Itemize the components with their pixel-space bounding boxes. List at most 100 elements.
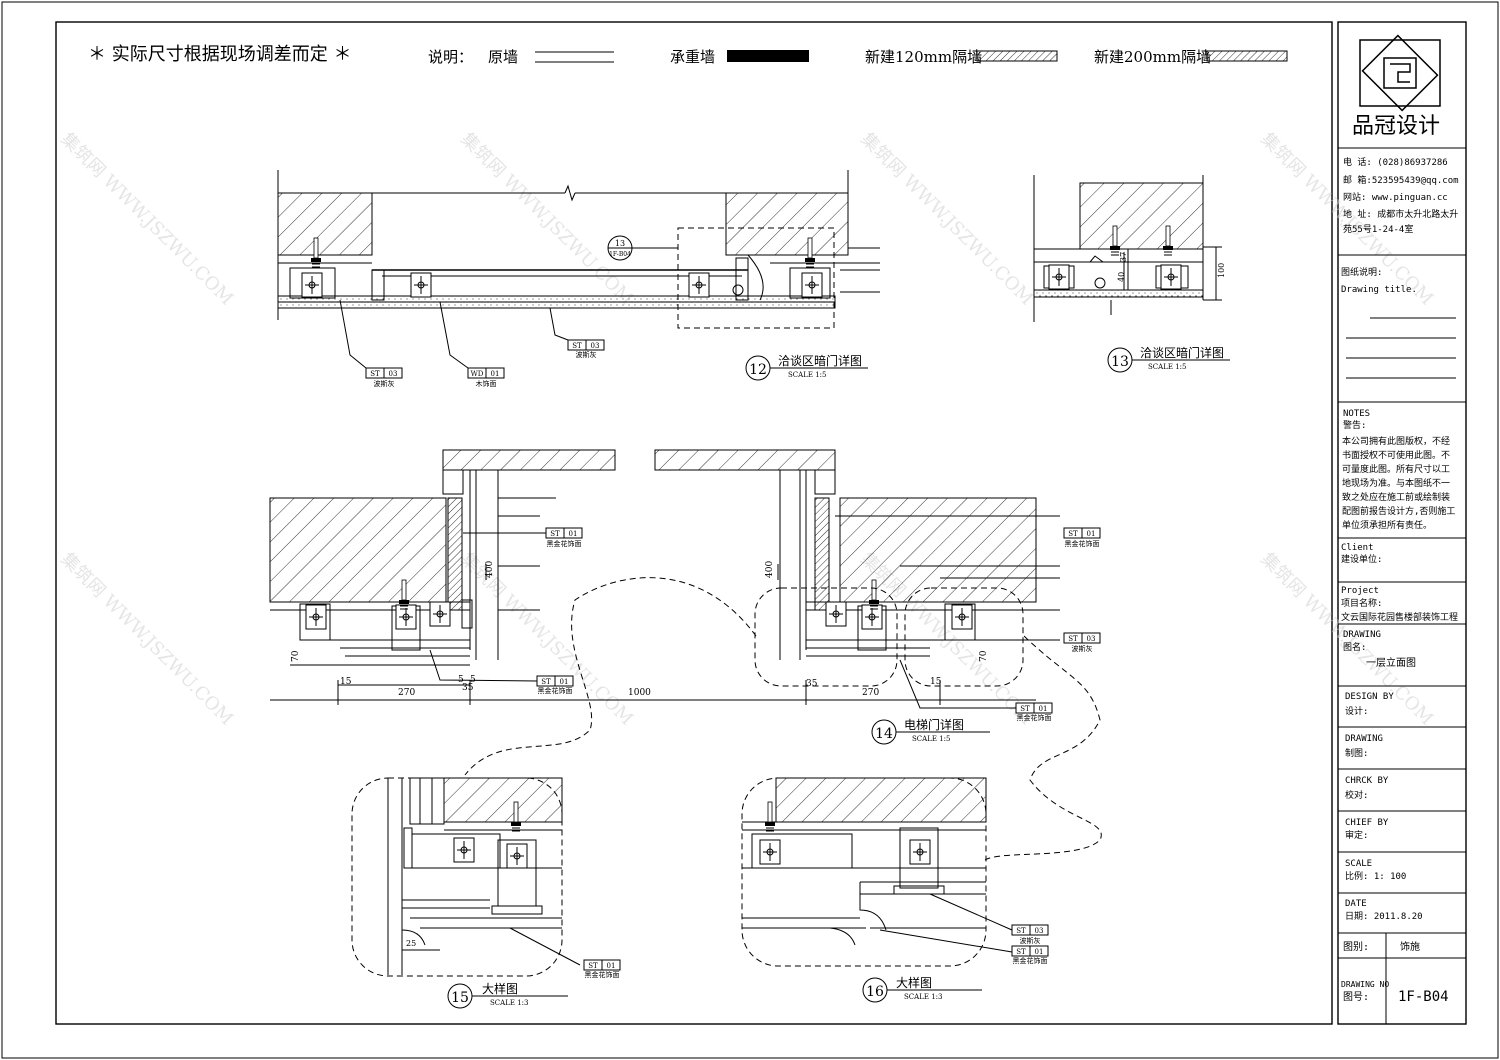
chief-cn: 审定: xyxy=(1345,829,1368,841)
callout-13-number: 13 xyxy=(615,239,625,248)
company-name: 品冠设计 xyxy=(1352,114,1440,139)
tag-st01-e-desc: 黑金花饰面 xyxy=(585,970,620,979)
detail-14-dim-35-left: 35 xyxy=(462,683,474,693)
detail-13-number: 13 xyxy=(1111,354,1129,370)
legend-120-wall-swatch xyxy=(976,50,1058,62)
type-value: 饰施 xyxy=(1400,940,1420,953)
detail-13-dim-37: 37 xyxy=(1119,252,1128,262)
detail-12-number: 12 xyxy=(749,362,767,378)
notes-line-2: 书面授权不可使用此图。不 xyxy=(1342,449,1450,461)
detail-15-title: 15 大样图 SCALE 1:3 xyxy=(447,981,568,1009)
type-label: 图别: xyxy=(1343,941,1369,953)
check-en: CHRCK BY xyxy=(1345,776,1389,786)
detail-14-number: 14 xyxy=(875,726,893,742)
tag-st03-b-code: ST xyxy=(572,342,582,350)
company-address-1: 地 址: 成都市太升北路太升 xyxy=(1343,208,1458,220)
svg-text:集筑网 WWW.JSZWU.COM: 集筑网 WWW.JSZWU.COM xyxy=(456,129,637,310)
tag-st01-a-desc: 黑金花饰面 xyxy=(547,539,582,548)
tag-st01-f-desc: 黑金花饰面 xyxy=(1013,956,1048,965)
detail-13-dim-40: 40 xyxy=(1117,272,1126,282)
detail-13-name: 洽谈区暗门详图 xyxy=(1140,345,1224,360)
notes-line-1: 本公司拥有此图版权，不经 xyxy=(1342,435,1450,447)
tag-st01-b-code: ST xyxy=(1068,530,1078,538)
drawing-cn: 图名: xyxy=(1343,641,1366,653)
drawing-en: DRAWING xyxy=(1343,630,1381,640)
detail-14-dim-400-left: 400 xyxy=(485,561,495,578)
detail-14-dim-70-right: 70 xyxy=(979,650,989,662)
tag-st01-a-code: ST xyxy=(550,530,560,538)
detail-16-number: 16 xyxy=(866,984,884,1000)
chief-en: CHIEF BY xyxy=(1345,818,1389,828)
scale-en: SCALE xyxy=(1345,859,1372,869)
detail-14-dim-70-left: 70 xyxy=(291,650,301,662)
project-cn: 项目名称: xyxy=(1341,597,1382,609)
tag-st01-c-desc: 黑金花饰面 xyxy=(538,686,573,695)
header-legend: ＊ 实际尺寸根据现场调差而定 ＊ 说明： 原墙 承重墙 新建120mm隔墙 新建… xyxy=(88,44,1288,66)
detail-15-outline xyxy=(351,777,563,977)
detail-15-number: 15 xyxy=(451,990,469,1006)
draw-cn: 制图: xyxy=(1345,747,1368,759)
detail-13-dim-100: 100 xyxy=(1217,263,1226,278)
detail-13-scale: SCALE 1:5 xyxy=(1148,363,1186,371)
detail-16-scale: SCALE 1:3 xyxy=(904,993,942,1001)
legend-load-bearing-label: 承重墙 xyxy=(670,48,715,66)
detail-14-dim-15-left: 15 xyxy=(340,677,352,687)
tag-st01-e-code: ST xyxy=(588,962,598,970)
tag-st01-e-num: 01 xyxy=(607,962,616,970)
tag-st03-c-num: 03 xyxy=(1087,635,1096,643)
svg-text:集筑网 WWW.JSZWU.COM: 集筑网 WWW.JSZWU.COM xyxy=(56,129,237,310)
legend-120-wall-label: 新建120mm隔墙 xyxy=(865,48,982,66)
detail-14-dim-400-right: 400 xyxy=(765,561,775,578)
tag-st01-a-num: 01 xyxy=(569,530,578,538)
drawing-frame xyxy=(55,21,1333,1025)
tag-wd01-desc: 木饰面 xyxy=(476,379,497,388)
legend-200-wall-swatch xyxy=(1206,50,1288,62)
check-cn: 校对: xyxy=(1345,789,1368,801)
title-block-frame xyxy=(1337,21,1467,1025)
detail-14-dim-35-right: 35 xyxy=(806,679,818,689)
client-cn: 建设单位: xyxy=(1341,553,1382,565)
draw-en: DRAWING xyxy=(1345,734,1383,744)
tag-st01-c-code: ST xyxy=(541,678,551,686)
detail-12-drawing xyxy=(277,170,880,320)
tag-st01-b-desc: 黑金花饰面 xyxy=(1065,539,1100,548)
tag-st03-d-desc: 波斯灰 xyxy=(1020,936,1041,945)
tag-st01-d-code: ST xyxy=(1020,705,1030,713)
tag-st01-d-desc: 黑金花饰面 xyxy=(1017,713,1052,722)
tag-st03-b-num: 03 xyxy=(591,342,600,350)
tag-st03-b-desc: 波斯灰 xyxy=(576,350,597,359)
tag-wd01-code: WD xyxy=(471,370,484,378)
detail-15-drawing xyxy=(387,777,581,975)
detail-14-dim-15-right: 15 xyxy=(930,677,942,687)
company-website: 网站: www.pinguan.cc xyxy=(1343,191,1448,203)
detail-14-dim-270-right: 270 xyxy=(862,688,879,698)
tag-st03-d-code: ST xyxy=(1016,927,1026,935)
tag-st03-c-desc: 波斯灰 xyxy=(1072,644,1093,653)
detail-15-dim-25: 25 xyxy=(406,939,416,948)
design-en: DESIGN BY xyxy=(1345,692,1394,702)
detail-14-title: 14 电梯门详图 SCALE 1:5 xyxy=(871,717,990,745)
date-cn: 日期: 2011.8.20 xyxy=(1345,911,1423,922)
detail-12-callout-box xyxy=(677,227,835,329)
design-cn: 设计: xyxy=(1345,705,1368,717)
detail-14-name: 电梯门详图 xyxy=(904,717,964,732)
drawing-name: 一层立面图 xyxy=(1366,656,1416,669)
notes-text: 本公司拥有此图版权，不经 书面授权不可使用此图。不 可量度此图。所有尺寸以工 地… xyxy=(1342,435,1455,531)
date-en: DATE xyxy=(1345,899,1367,909)
tag-st03-a-desc: 波斯灰 xyxy=(374,379,395,388)
title-block: 品冠设计 电 话: (028)86937286 邮 箱:523595439@qq… xyxy=(1338,34,1466,1024)
detail-12-tags xyxy=(339,299,605,379)
company-email: 邮 箱:523595439@qq.com xyxy=(1343,174,1459,186)
callout-13-sheet: 1F-B04 xyxy=(609,251,631,258)
project-en: Project xyxy=(1341,586,1379,596)
detail-14-scale: SCALE 1:5 xyxy=(912,735,950,743)
notes-en: NOTES xyxy=(1343,409,1370,419)
detail-14-drawing xyxy=(269,449,1060,705)
company-phone: 电 话: (028)86937286 xyxy=(1343,156,1448,168)
detail-15-name: 大样图 xyxy=(482,981,518,996)
svg-text:集筑网 WWW.JSZWU.COM: 集筑网 WWW.JSZWU.COM xyxy=(456,549,637,730)
notes-line-4: 地现场为准。与本图纸不一 xyxy=(1342,477,1450,489)
detail-12-scale: SCALE 1:5 xyxy=(788,371,826,379)
legend-200-wall-label: 新建200mm隔墙 xyxy=(1094,48,1211,66)
